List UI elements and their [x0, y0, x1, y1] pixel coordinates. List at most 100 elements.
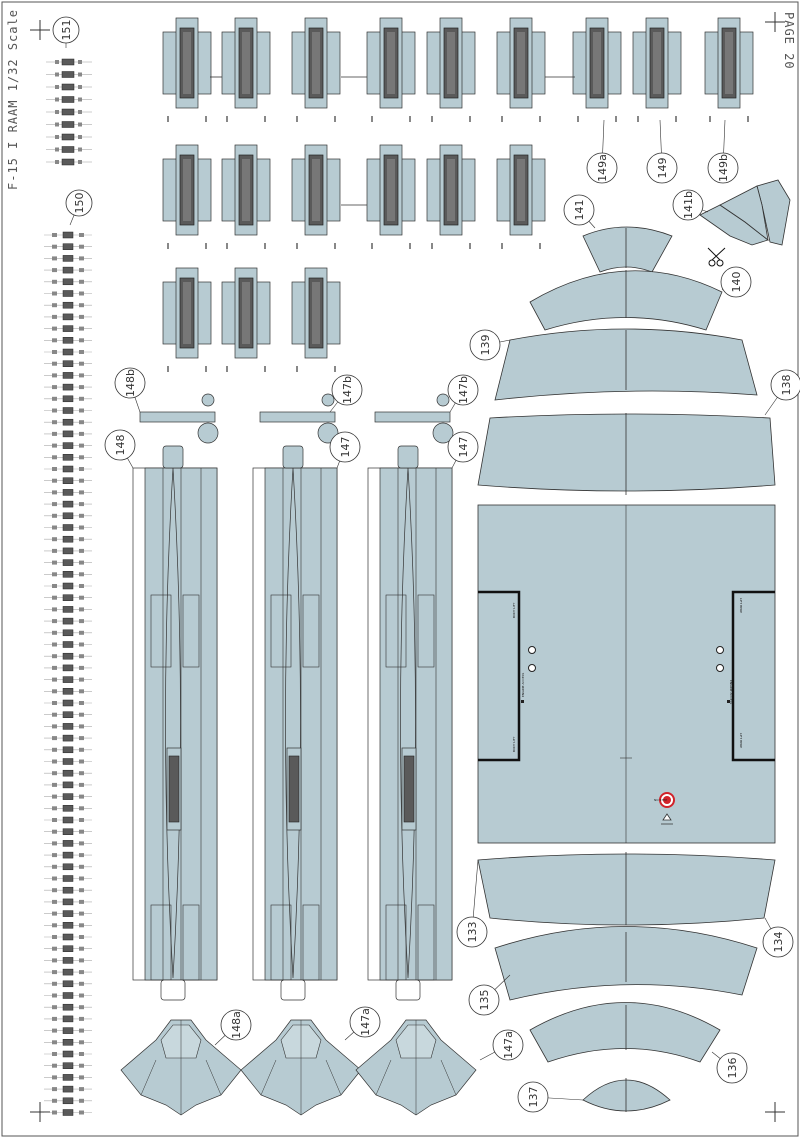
strip-tab: [78, 122, 82, 127]
link-part: [426, 17, 476, 122]
strip-tab: [52, 1087, 57, 1092]
link-connectors: [210, 76, 575, 206]
strip-tab: [79, 864, 84, 869]
strip-tab: [52, 502, 57, 507]
strip-tab: [52, 443, 57, 448]
strip-tab: [79, 373, 84, 378]
strip-tab: [52, 361, 57, 366]
strip-block: [62, 699, 74, 707]
strip-tab: [78, 147, 82, 152]
strip-block: [62, 430, 74, 438]
callout-label: 135: [478, 990, 491, 1011]
callout-p147b_2: 147b: [447, 374, 479, 413]
link-part: [496, 17, 546, 122]
strip-tab: [52, 1005, 57, 1010]
strip-tab: [52, 420, 57, 425]
strip-tab: [52, 303, 57, 308]
strip-tab: [79, 1110, 84, 1115]
strip-tab: [52, 548, 57, 553]
strip-block: [62, 290, 74, 297]
callout-p136: 136: [711, 1051, 748, 1084]
strip-block: [62, 524, 74, 531]
strip-tab: [79, 1075, 84, 1080]
strip-tab: [55, 97, 59, 102]
part-149-links: [162, 17, 754, 372]
strip-block: [62, 454, 74, 461]
strip-tab: [52, 525, 57, 530]
strip-tab: [52, 1052, 57, 1056]
strip-tab: [79, 642, 84, 647]
callout-label: 151: [60, 20, 73, 41]
strip-tab: [52, 619, 57, 624]
emblem-icon: [661, 813, 673, 825]
strip-tab: [52, 665, 57, 670]
strip-tab: [79, 782, 84, 787]
strip-tab: [79, 490, 84, 495]
link-part: [496, 144, 546, 249]
callout-p150: 150: [65, 189, 93, 226]
callout-label: 149a: [596, 154, 609, 182]
strip-block: [62, 1109, 74, 1116]
strip-tab: [52, 1110, 57, 1115]
callout-label: 147b: [457, 376, 470, 404]
part-133: [477, 852, 776, 926]
link-part: [572, 17, 622, 122]
strip-tab: [79, 244, 84, 249]
link-part: [632, 17, 682, 122]
strip-block: [61, 158, 75, 166]
strip-block: [62, 1085, 74, 1093]
callout-label: 149: [656, 158, 669, 179]
strip-block: [62, 383, 74, 391]
callout-label: 148b: [124, 369, 137, 397]
strip-tab: [79, 958, 84, 963]
strip-block: [62, 922, 74, 929]
strip-tab: [52, 935, 57, 939]
strip-tab: [79, 946, 84, 951]
strip-block: [62, 559, 74, 566]
strip-tab: [79, 876, 84, 881]
strip-tab: [79, 654, 84, 659]
strip-tab: [79, 467, 84, 471]
strip-tab: [79, 350, 84, 354]
strip-tab: [78, 60, 82, 64]
strip-block: [62, 664, 74, 672]
strip-tab: [79, 759, 84, 764]
strip-tab: [52, 712, 57, 717]
strip-tab: [79, 420, 84, 425]
strip-tab: [52, 1016, 57, 1021]
callout-p149: 149: [646, 119, 678, 184]
strip-tab: [52, 630, 57, 635]
strip-tab: [79, 478, 84, 483]
part-147-148-pylons: [120, 393, 477, 1116]
strip-block: [62, 395, 74, 403]
callout-p135: 135: [468, 974, 511, 1016]
link-part: [221, 144, 271, 249]
strip-tab: [52, 946, 57, 951]
callout-p148a: 148a: [214, 1009, 252, 1046]
strip-block: [62, 886, 74, 894]
strip-tab: [79, 361, 84, 366]
strip-tab: [52, 490, 57, 495]
strip-tab: [55, 60, 59, 64]
strip-tab: [52, 385, 57, 390]
strip-tab: [52, 350, 57, 354]
strip-tab: [79, 771, 84, 776]
strip-block: [62, 863, 74, 871]
strip-block: [62, 968, 74, 976]
link-part: [221, 267, 271, 372]
strip-tab: [78, 110, 82, 114]
strip-block: [62, 1074, 74, 1081]
part-134: [494, 926, 758, 1001]
callout-label: 139: [479, 335, 492, 356]
strip-tab: [52, 279, 57, 284]
strip-block: [62, 957, 74, 964]
strip-tab: [79, 1016, 84, 1021]
strip-tab: [79, 829, 84, 834]
strip-tab: [55, 135, 59, 139]
strip-tab: [52, 911, 57, 916]
strip-tab: [52, 782, 57, 787]
callout-p147_1: 147: [329, 431, 361, 469]
strip-tab: [52, 993, 57, 998]
callout-label: 147b: [341, 376, 354, 404]
